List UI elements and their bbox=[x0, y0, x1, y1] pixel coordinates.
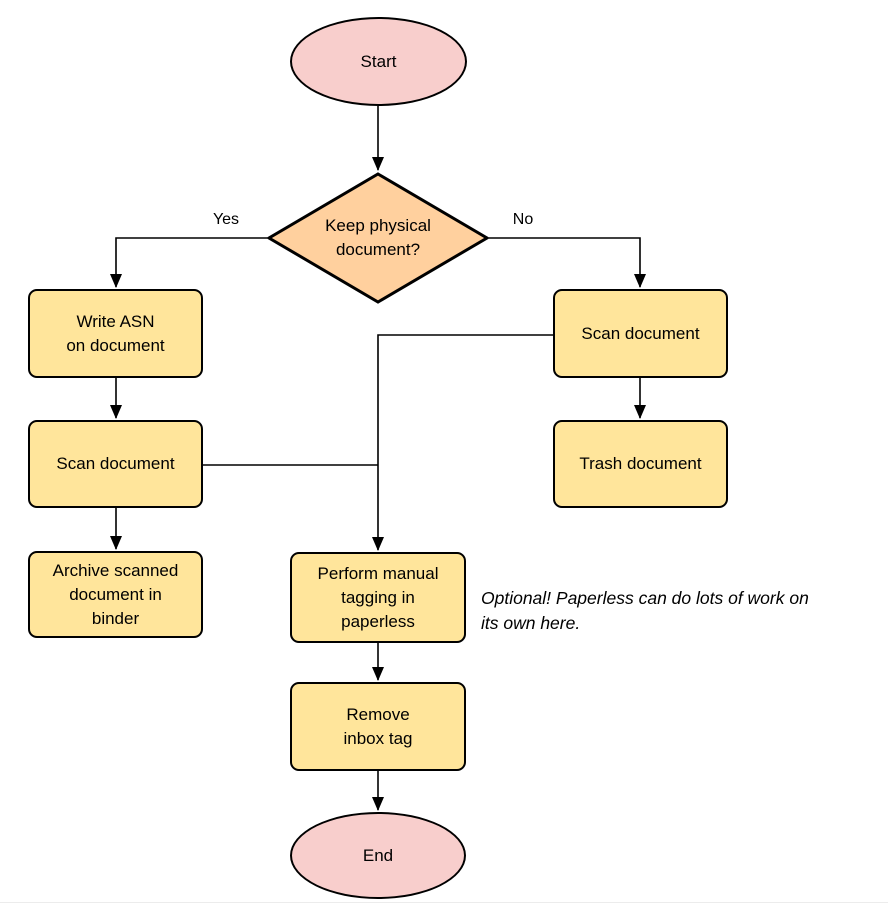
node-tagging-line3: paperless bbox=[341, 611, 415, 631]
node-start: Start bbox=[290, 17, 467, 106]
node-tagging: Perform manual tagging in paperless bbox=[290, 552, 466, 643]
note-line2: its own here. bbox=[481, 613, 581, 633]
node-archive-line2: document in bbox=[69, 584, 162, 604]
node-archive-line3: binder bbox=[91, 608, 140, 628]
node-remove-inbox-line2: inbox tag bbox=[343, 728, 413, 748]
edge-label-no: No bbox=[512, 211, 534, 228]
node-scan-right-label: Scan document bbox=[581, 323, 700, 343]
edge-label-yes: Yes bbox=[212, 211, 240, 228]
node-write-asn-line1: Write ASN bbox=[76, 311, 155, 331]
node-archive-line1: Archive scanned bbox=[52, 560, 179, 580]
node-remove-inbox-tag: Remove inbox tag bbox=[290, 682, 466, 771]
page-bottom-divider bbox=[0, 902, 888, 903]
node-decision-label-line2: document? bbox=[335, 239, 421, 259]
node-decision-label-line1: Keep physical bbox=[325, 215, 431, 235]
edge-scan-right-to-tagging bbox=[372, 334, 553, 551]
node-decision: Keep physical document? bbox=[267, 172, 489, 303]
node-write-asn-line2: on document bbox=[66, 335, 165, 355]
edge-decision-yes-to-write-asn bbox=[110, 237, 267, 288]
node-tagging-line2: tagging in bbox=[341, 587, 415, 607]
node-write-asn: Write ASN on document bbox=[28, 289, 203, 378]
note-line1: Optional! Paperless can do lots of work … bbox=[481, 588, 809, 608]
node-remove-inbox-line1: Remove bbox=[346, 704, 410, 724]
edge-decision-no-to-scan-right bbox=[489, 237, 646, 288]
node-archive: Archive scanned document in binder bbox=[28, 551, 203, 638]
node-trash-label: Trash document bbox=[579, 454, 702, 473]
node-scan-left: Scan document bbox=[28, 420, 203, 508]
node-end-label: End bbox=[362, 845, 394, 865]
node-end: End bbox=[290, 812, 466, 899]
node-scan-right: Scan document bbox=[553, 289, 728, 378]
node-tagging-line1: Perform manual bbox=[317, 563, 439, 583]
node-trash: Trash document bbox=[553, 420, 728, 508]
node-scan-left-label: Scan document bbox=[56, 454, 175, 473]
node-start-label: Start bbox=[360, 51, 397, 71]
note-text: Optional! Paperless can do lots of work … bbox=[481, 586, 809, 636]
